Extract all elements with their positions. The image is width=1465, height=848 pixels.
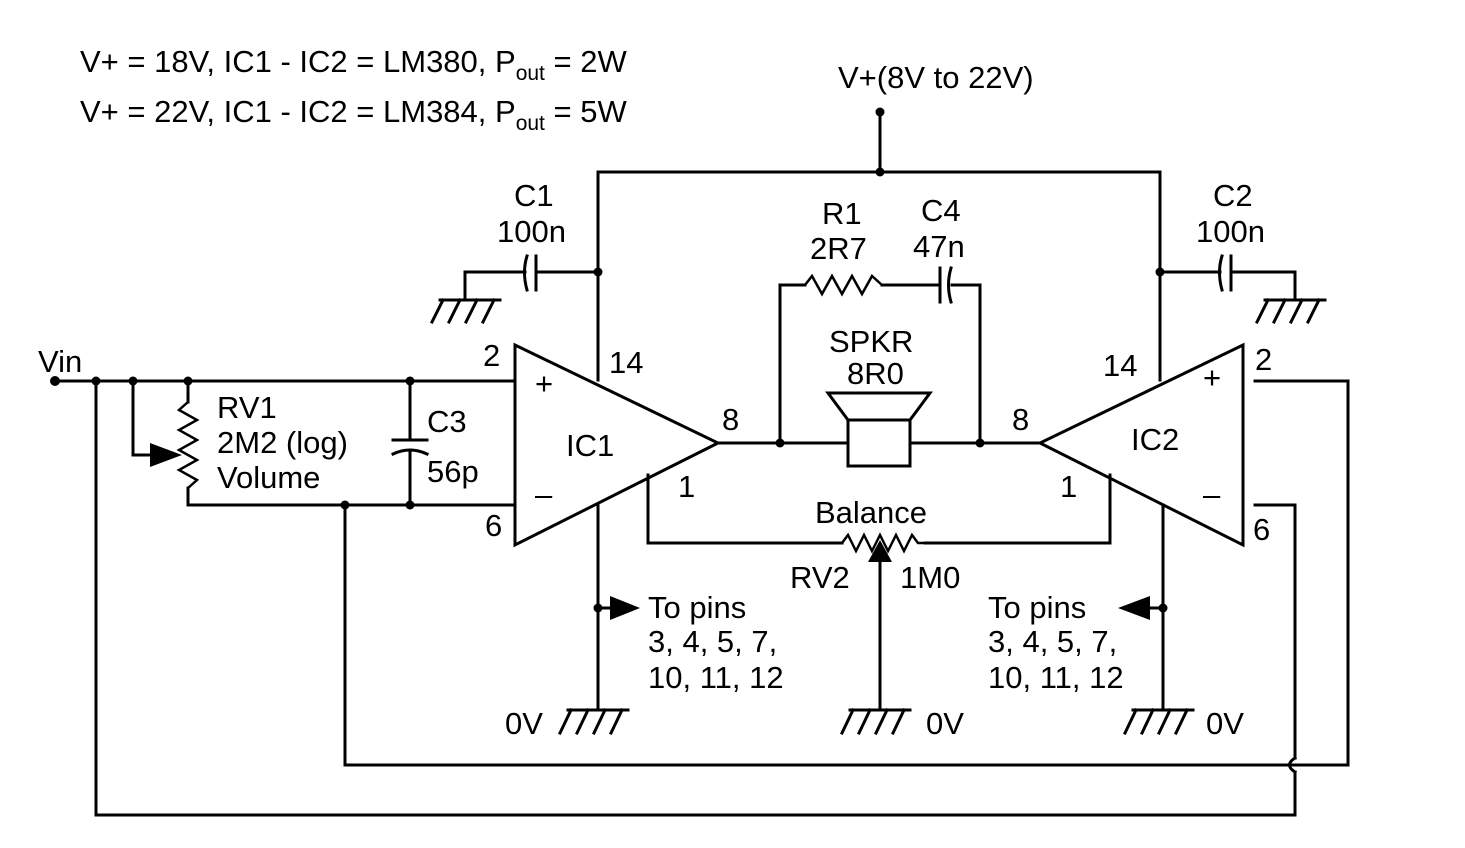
header-line-2: V+ = 22V, IC1 - IC2 = LM384, Pout = 5W [80,94,627,135]
to-pins-left-2: 3, 4, 5, 7, [648,624,777,659]
c2-value: 100n [1196,214,1265,249]
ic1-pin-8: 8 [722,402,739,437]
ic1-pin-14: 14 [609,345,643,380]
ic1-pin-6: 6 [485,508,502,543]
amplifier-ic1 [513,342,722,548]
ic1-pin-2: 2 [483,338,500,373]
ic2-pin-6: 6 [1253,512,1270,547]
ground-icon [429,297,502,325]
ic2-pin-1: 1 [1060,469,1077,504]
rv1-value: 2M2 (log) [217,425,348,460]
capacitor-c3 [391,379,429,507]
potentiometer-rv2 [646,473,1112,712]
to-pins-right-2: 3, 4, 5, 7, [988,624,1117,659]
ic1-plus-sign: + [535,366,553,401]
rv1-ref: RV1 [217,390,277,425]
c4-ref: C4 [921,193,961,228]
c3-ref: C3 [427,404,467,439]
ic2-pin-14: 14 [1103,348,1137,383]
r1-ref: R1 [822,196,862,231]
speaker-icon [825,391,933,468]
rv2-name: Balance [815,495,927,530]
capacitor-c1 [463,254,600,302]
ic1-pin-1: 1 [678,469,695,504]
ground-label-right: 0V [1206,706,1244,741]
capacitor-c2 [1158,254,1297,302]
supply-label: V+(8V to 22V) [838,60,1034,95]
speaker-value: 8R0 [847,356,904,391]
vin-label: Vin [38,344,82,379]
rv2-value: 1M0 [900,560,960,595]
ground-label-center: 0V [926,706,964,741]
to-pins-left-3: 10, 11, 12 [648,660,784,695]
amplifier-ic2 [1036,342,1245,548]
to-pins-right-1: To pins [988,590,1086,625]
to-pins-left-1: To pins [648,590,746,625]
potentiometer-rv1 [131,379,200,507]
c4-value: 47n [913,229,965,264]
ground-label-left: 0V [505,706,543,741]
ic2-pin-8: 8 [1012,402,1029,437]
ground-icon [1122,707,1195,736]
c1-ref: C1 [514,178,554,213]
ic1-ground-wiring [593,503,640,712]
c2-ref: C2 [1213,178,1253,213]
ic2-plus-sign: + [1203,360,1221,395]
speaker-ref: SPKR [829,324,913,359]
ic2-pin-2: 2 [1255,342,1272,377]
rv2-ref: RV2 [790,560,850,595]
resistor-r1 [804,273,940,297]
ground-icon [557,707,630,736]
c1-value: 100n [497,214,566,249]
output-wiring [716,283,1042,448]
header-line-1: V+ = 18V, IC1 - IC2 = LM380, Pout = 2W [80,44,627,85]
ground-icon [839,707,912,736]
to-pins-right-3: 10, 11, 12 [988,660,1124,695]
r1-value: 2R7 [810,231,867,266]
ic1-ref: IC1 [566,428,614,463]
rv1-name: Volume [217,460,320,495]
ic2-minus-sign: – [1203,477,1221,512]
ic1-minus-sign: – [535,477,553,512]
capacitor-c4 [938,266,953,304]
c3-value: 56p [427,454,479,489]
ic2-ref: IC2 [1131,422,1179,457]
ic2-ground-wiring [1118,503,1168,712]
ground-icon [1254,297,1327,325]
